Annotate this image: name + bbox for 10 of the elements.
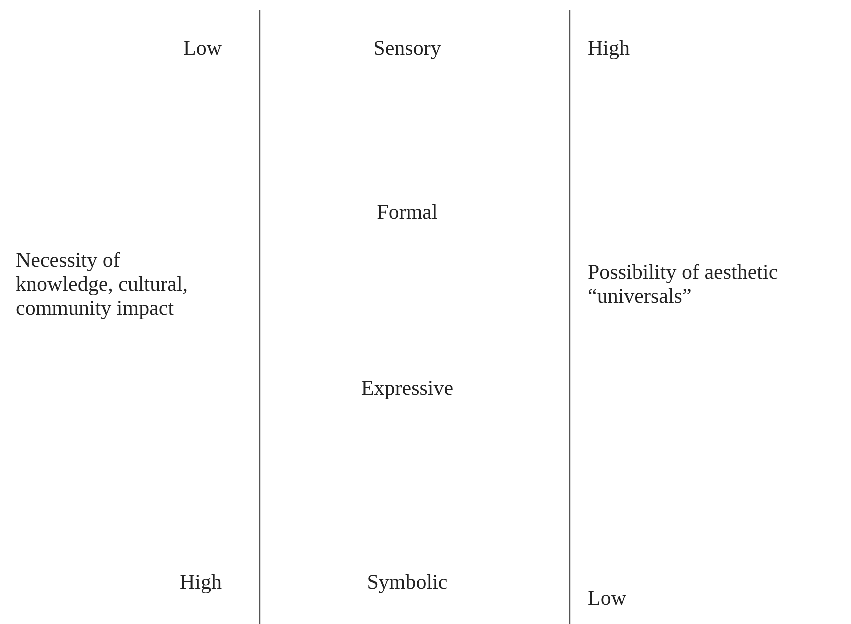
scale-label: Formal	[376, 200, 439, 224]
category-label: Sensory	[372, 36, 442, 60]
axis-description: Necessity of knowledge, cultural, community impact	[16, 248, 190, 320]
category-label: High	[179, 570, 222, 594]
scale-label: Low	[182, 36, 222, 60]
axis-description: Possibility of aesthetic “universals”	[588, 260, 780, 308]
scale-label: Low	[588, 586, 628, 610]
scale-label: Symbolic	[366, 570, 449, 594]
scale-label: Expressive	[360, 376, 455, 400]
scale-label: High	[588, 36, 631, 60]
